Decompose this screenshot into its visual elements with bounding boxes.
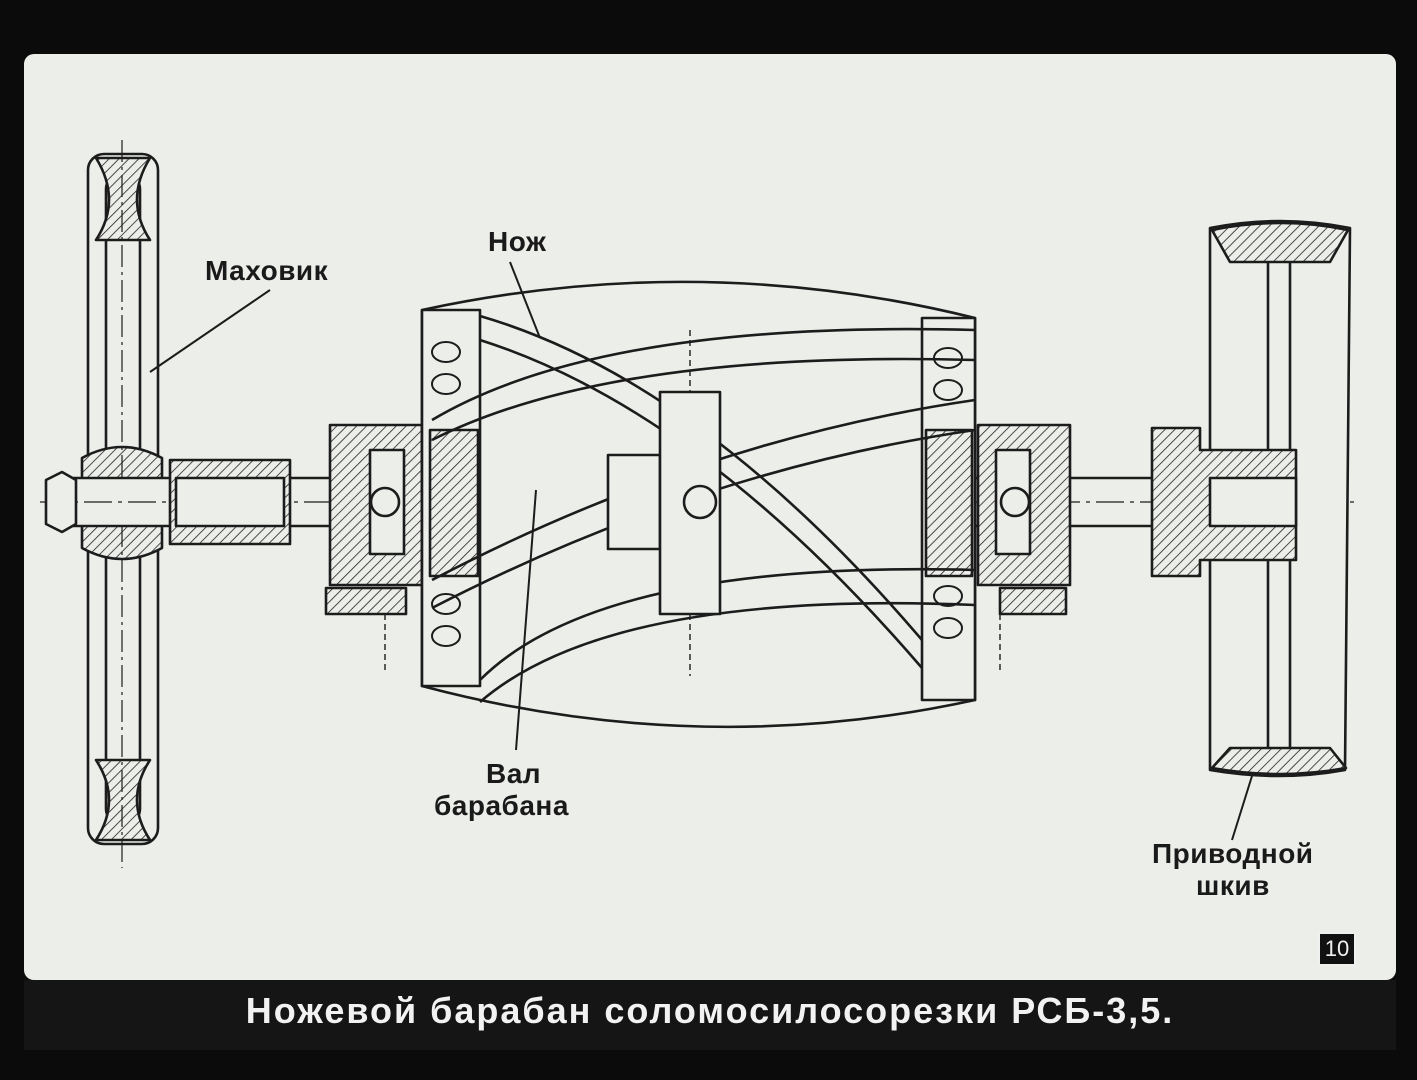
right-bearing <box>976 423 1072 670</box>
caption-bar: Ножевой барабан соломосилосорезки РСБ-3,… <box>24 980 1396 1050</box>
pulley-label-line2: шкив <box>1196 870 1270 901</box>
shaft-label-line2: барабана <box>434 790 569 821</box>
slide-caption: Ножевой барабан соломосилосорезки РСБ-3,… <box>245 990 1175 1031</box>
drive-pulley <box>1150 219 1352 778</box>
frame-number-badge: 10 <box>1318 932 1356 966</box>
knife-drum <box>420 280 977 729</box>
knife-label: Нож <box>488 226 547 257</box>
flywheel-label: Маховик <box>205 255 329 286</box>
leader-lines <box>149 261 1253 841</box>
shaft-label-line1: Вал <box>486 758 542 789</box>
pulley-label-line1: Приводной <box>1152 838 1314 869</box>
left-bearing <box>324 423 424 670</box>
